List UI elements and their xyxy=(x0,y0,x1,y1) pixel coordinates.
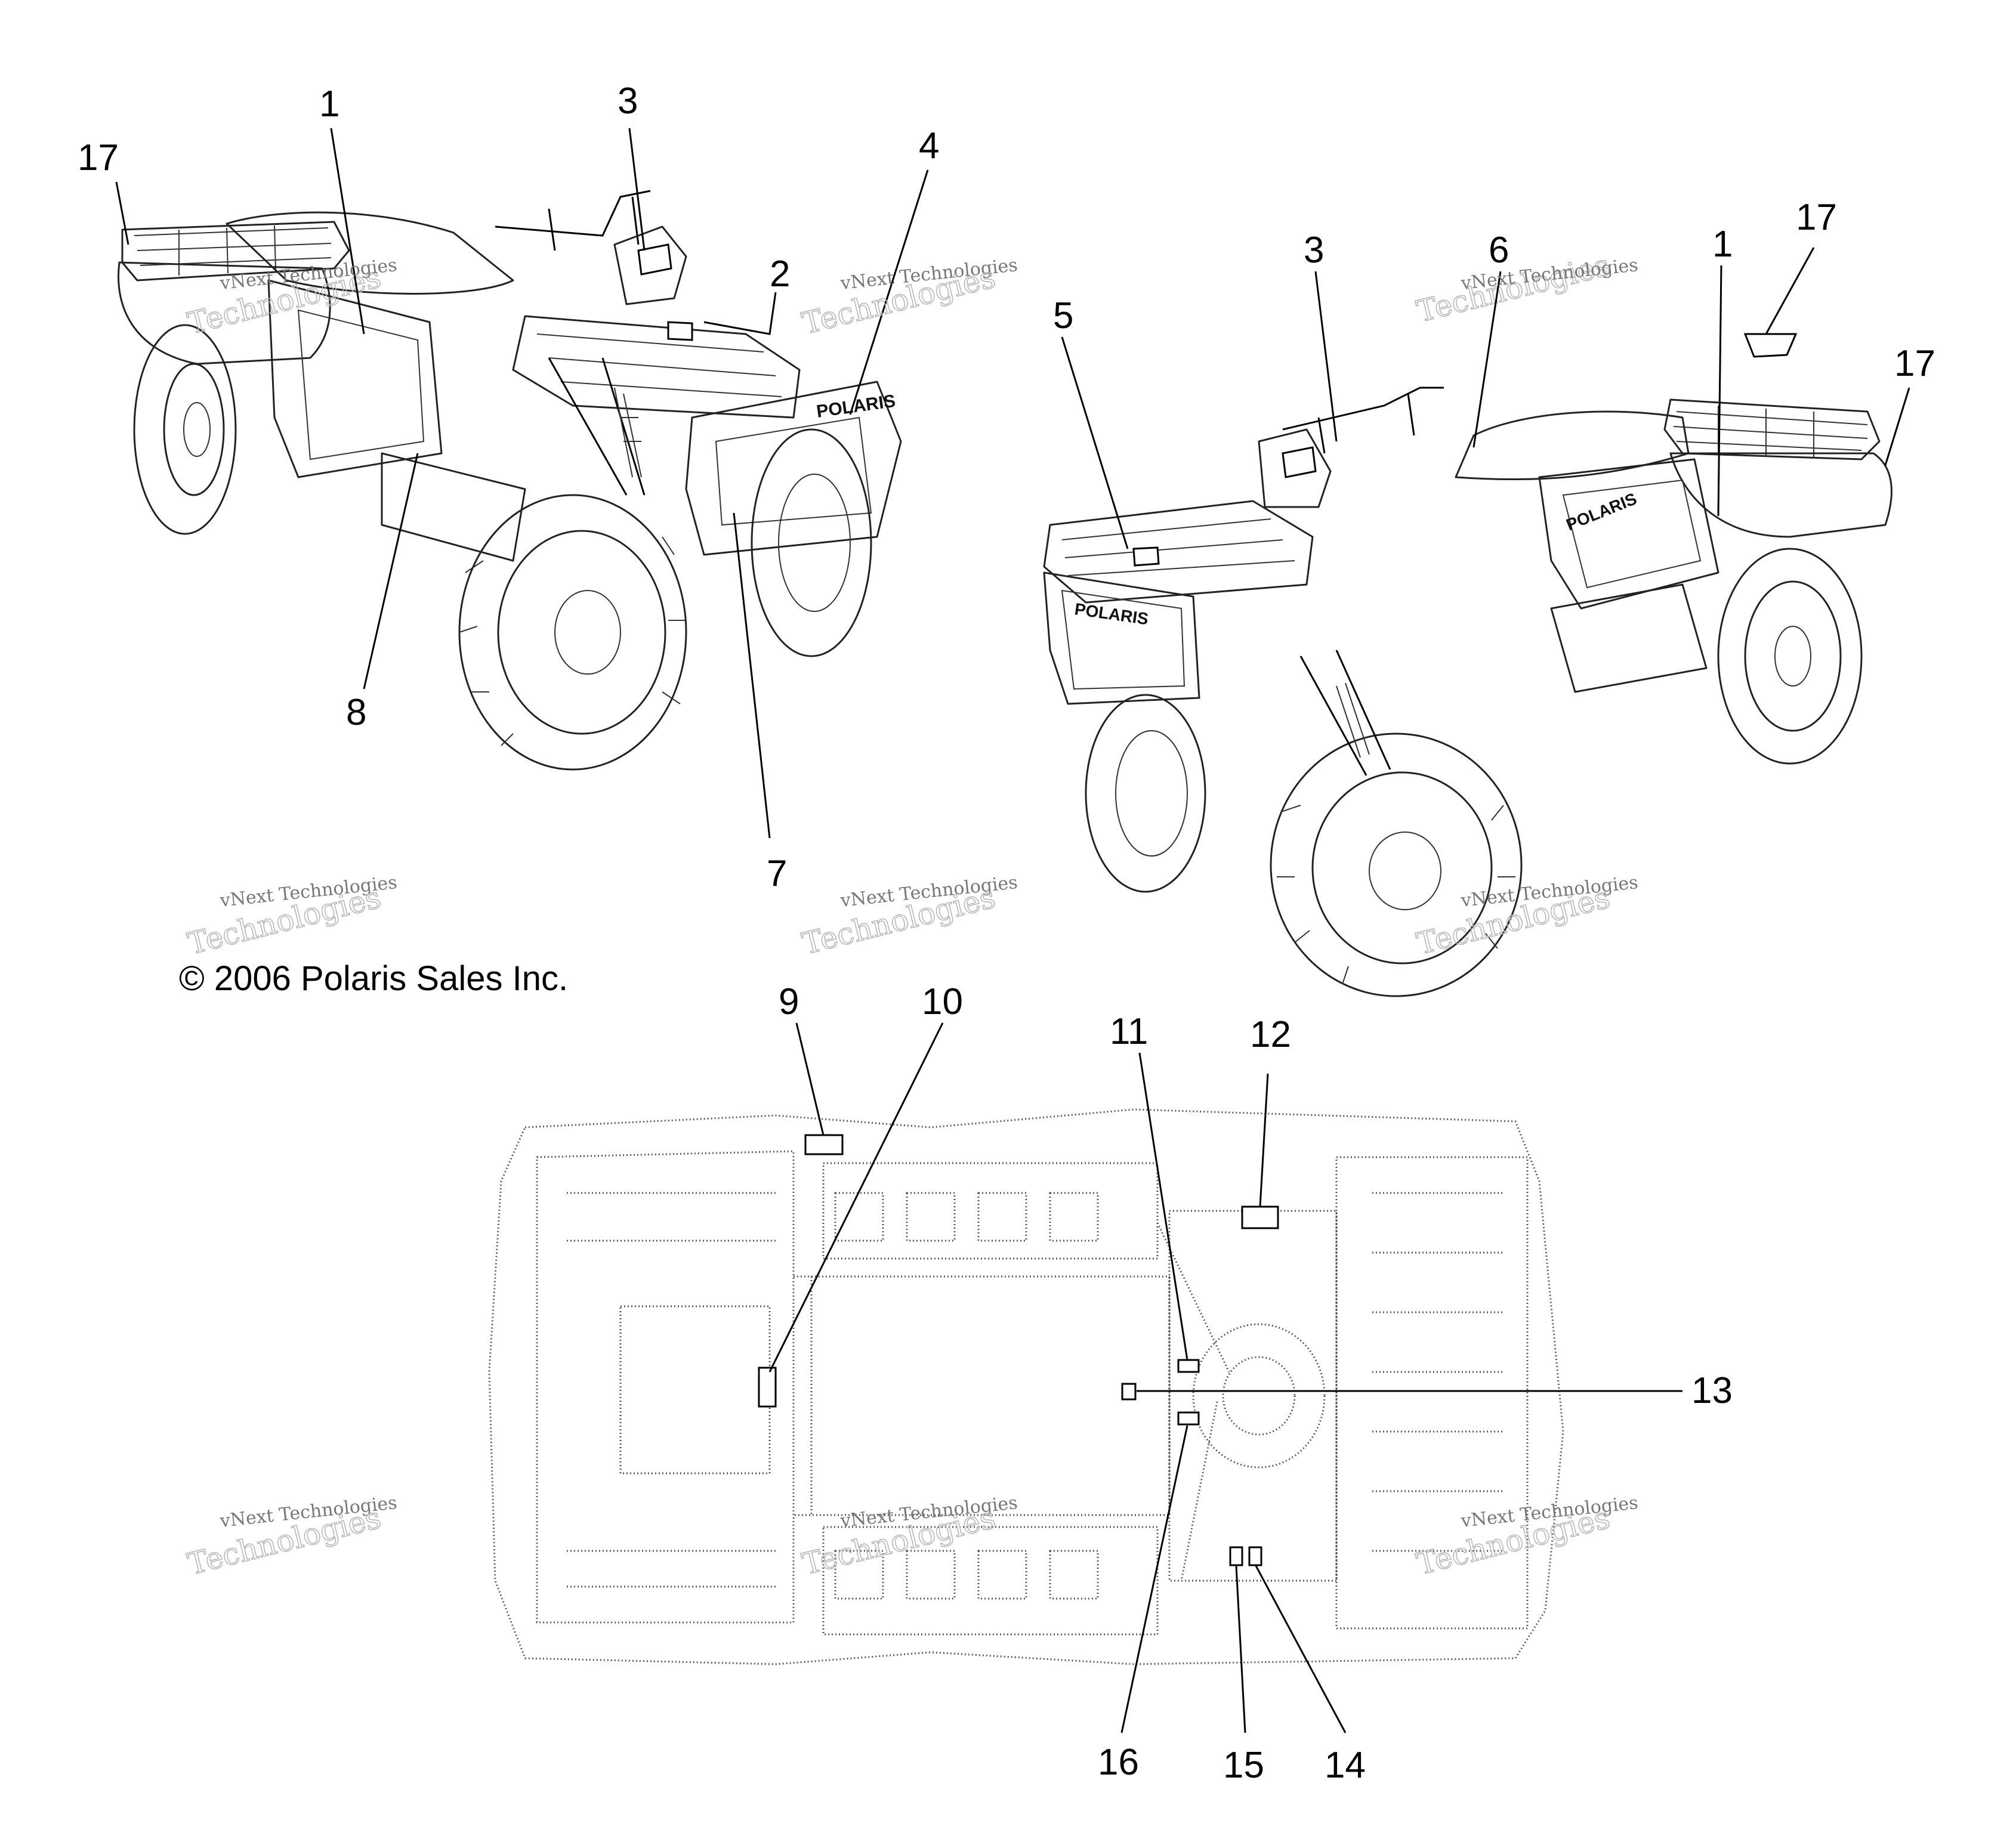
atv-right-view: POLARIS POLARIS Technologies xyxy=(1043,248,1892,997)
callout-11: 11 xyxy=(1110,1011,1148,1052)
callout-5: 5 xyxy=(1053,295,1073,336)
brand-label-right-side: POLARIS xyxy=(1564,489,1640,534)
atv-top-view xyxy=(488,1108,1564,1665)
watermarks: vNext Technologies vNext Technologies vN… xyxy=(184,255,1639,1582)
decal-10 xyxy=(758,1367,777,1408)
callout-1: 1 xyxy=(1712,224,1733,265)
callout-14: 14 xyxy=(1325,1745,1366,1786)
callout-17: 17 xyxy=(1796,197,1837,238)
callout-6: 6 xyxy=(1489,230,1509,271)
decal-14 xyxy=(1248,1546,1262,1566)
decal-13 xyxy=(1121,1383,1137,1401)
callout-17: 17 xyxy=(1894,343,1935,384)
decal-11 xyxy=(1177,1359,1200,1373)
decal-9 xyxy=(804,1134,844,1155)
callout-12: 12 xyxy=(1250,1014,1291,1055)
callout-13: 13 xyxy=(1691,1370,1733,1411)
decal-12 xyxy=(1241,1205,1279,1229)
callout-8: 8 xyxy=(346,692,366,733)
callout-10: 10 xyxy=(922,981,963,1022)
brand-label-right-front: POLARIS xyxy=(1073,599,1150,628)
callout-16: 16 xyxy=(1098,1742,1139,1783)
leader-lines xyxy=(115,128,1910,1733)
decal-15 xyxy=(1229,1546,1243,1566)
callout-1: 1 xyxy=(319,84,339,125)
callout-3: 3 xyxy=(618,81,638,122)
callout-3: 3 xyxy=(1304,230,1324,271)
callouts: 17 1 3 4 2 8 7 3 6 5 1 17 17 9 10 11 12 … xyxy=(78,81,1935,1786)
callout-2: 2 xyxy=(770,254,790,295)
callout-17: 17 xyxy=(78,137,119,178)
callout-4: 4 xyxy=(919,125,939,166)
callout-15: 15 xyxy=(1223,1745,1264,1786)
copyright-notice: © 2006 Polaris Sales Inc. xyxy=(179,959,568,998)
callout-9: 9 xyxy=(779,981,799,1022)
decal-16 xyxy=(1177,1411,1200,1426)
callout-7: 7 xyxy=(767,853,787,894)
